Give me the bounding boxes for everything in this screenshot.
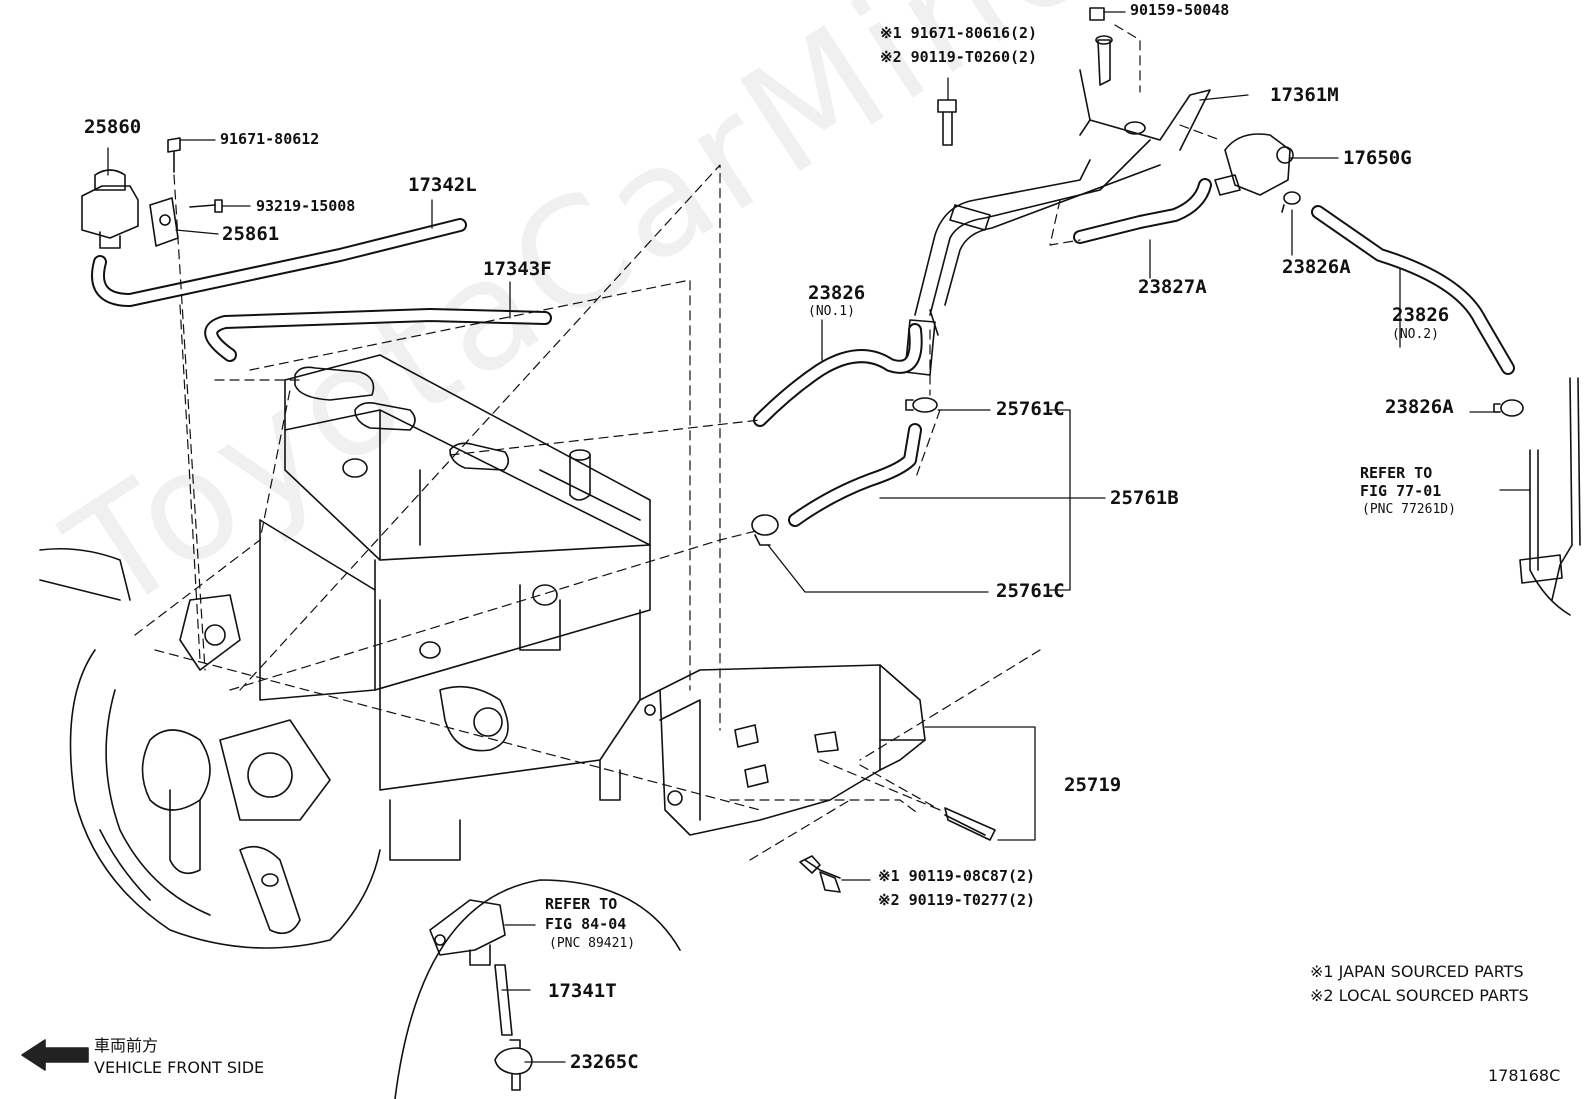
label-17341t: 17341T [548,980,617,1002]
leader-lines [107,11,1531,1063]
label-25761b: 25761B [1110,487,1179,509]
label-23826a-top: 23826A [1282,256,1351,278]
engine-assembly [39,354,651,949]
clamp-23826a-mid [1493,399,1524,417]
label-17650g: 17650G [1343,147,1412,169]
ref-fig77-line3: (PNC 77261D) [1362,502,1456,517]
label-23826-no1-sub: (NO.1) [808,304,855,319]
vehicle-front-arrow [21,1039,89,1071]
vehicle-front-label-jp: 車両前方 [94,1036,159,1055]
label-25861: 25861 [222,223,280,245]
label-23826-no2: 23826 [1392,304,1450,326]
label-17361m: 17361M [1270,84,1339,106]
legend-note-local: ※2 LOCAL SOURCED PARTS [1310,986,1529,1005]
label-23827a: 23827A [1138,276,1207,298]
legend-note-japan: ※1 JAPAN SOURCED PARTS [1310,962,1524,981]
label-90119-t0260: ※2 90119-T0260(2) [880,48,1038,66]
hose-23826-no1 [753,323,923,427]
label-17343f: 17343F [483,258,552,280]
canister-stud [944,807,996,841]
label-25761c-bottom: 25761C [996,580,1065,602]
phantom-lines [134,24,1221,861]
pipe-bracket-bolt [937,99,957,146]
bolt-90159 [1089,7,1105,21]
label-25719: 25719 [1064,774,1122,796]
label-93219-15008: 93219-15008 [256,197,356,215]
figure-code: 178168C [1488,1066,1561,1085]
vsv-17650g [1214,133,1294,196]
label-91671-80612: 91671-80612 [220,130,320,148]
label-90159-50048: 90159-50048 [1130,1,1230,19]
vsv-assembly [81,137,223,249]
label-23265c: 23265C [570,1051,639,1073]
label-25761c-top: 25761C [996,398,1065,420]
label-90119-t0277: ※2 90119-T0277(2) [878,891,1036,909]
clamp-23826a-top [1281,191,1301,213]
label-23826a-mid: 23826A [1385,396,1454,418]
label-25860: 25860 [84,116,142,138]
vehicle-front-label-en: VEHICLE FRONT SIDE [94,1058,265,1077]
clamp-25761c-top [905,397,938,413]
canister-bolt [799,855,841,893]
ref-fig77-line2: FIG 77-01 [1360,482,1442,500]
ref-fig84-line3: (PNC 89421) [549,936,636,951]
ref-fig77-line1: REFER TO [1360,464,1433,482]
bracket-17361m [1079,35,1211,151]
clamp-25761c-bottom [751,514,779,546]
charcoal-canister [639,664,926,836]
vacuum-pipe-assembly [904,139,1161,376]
label-90119-08c87: ※1 90119-08C87(2) [878,867,1036,885]
label-17342l: 17342L [408,174,477,196]
label-91671-80616: ※1 91671-80616(2) [880,24,1038,42]
fuel-vapor-pipes-right [1519,377,1581,616]
ref-fig84-line1: REFER TO [545,895,618,913]
label-23826-no2-sub: (NO.2) [1392,327,1439,342]
ref-fig84-line2: FIG 84-04 [545,915,627,933]
label-23826-no1: 23826 [808,282,866,304]
